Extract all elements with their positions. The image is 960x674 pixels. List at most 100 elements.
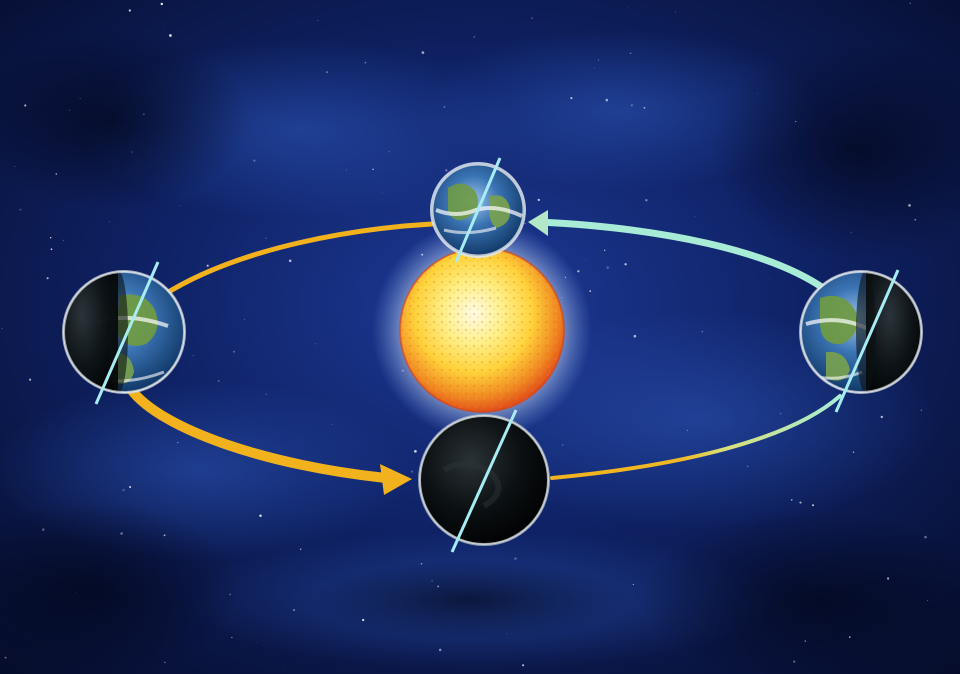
- star: [627, 6, 628, 8]
- orbit-front-arc-right: [550, 394, 842, 480]
- star: [317, 20, 319, 21]
- star: [128, 9, 131, 12]
- star: [914, 218, 916, 221]
- star: [414, 449, 417, 453]
- star: [701, 331, 703, 333]
- star: [675, 11, 676, 13]
- star: [388, 150, 390, 153]
- star: [1, 327, 3, 330]
- earth-axis-line: [834, 269, 900, 413]
- star: [624, 263, 627, 266]
- star: [231, 637, 233, 639]
- star: [283, 670, 284, 672]
- star: [686, 429, 688, 431]
- star: [606, 266, 609, 269]
- star: [852, 451, 855, 453]
- star: [29, 378, 32, 381]
- star: [589, 290, 592, 292]
- star: [293, 609, 295, 612]
- orbit-arrow-icon: [528, 210, 548, 236]
- star: [561, 443, 564, 446]
- star: [120, 532, 123, 535]
- star: [632, 584, 634, 586]
- star: [768, 277, 770, 279]
- star: [645, 199, 648, 202]
- star: [537, 198, 540, 202]
- star: [331, 424, 333, 425]
- star: [421, 51, 425, 54]
- star: [431, 580, 433, 582]
- star: [438, 648, 442, 652]
- star: [795, 120, 797, 123]
- star: [799, 501, 802, 504]
- star: [179, 205, 181, 207]
- star: [325, 71, 329, 74]
- star: [593, 68, 595, 69]
- star: [577, 270, 580, 273]
- star: [4, 656, 7, 659]
- star: [122, 488, 125, 492]
- earth-axis-line: [94, 261, 160, 405]
- star: [604, 249, 606, 251]
- star: [75, 591, 77, 593]
- sky-clouds: [0, 30, 960, 674]
- star: [694, 216, 696, 217]
- star: [315, 343, 316, 345]
- star: [437, 585, 440, 588]
- star: [514, 557, 517, 560]
- star: [524, 222, 526, 224]
- star: [163, 534, 166, 537]
- star: [299, 548, 302, 551]
- star: [410, 470, 414, 473]
- star: [757, 93, 759, 95]
- star: [850, 232, 852, 234]
- star: [162, 26, 164, 28]
- star: [381, 191, 383, 193]
- star: [109, 221, 111, 223]
- star: [265, 393, 267, 395]
- star: [584, 259, 586, 260]
- orbit-back-arc-right: [536, 218, 830, 294]
- star: [265, 237, 267, 239]
- star: [233, 350, 235, 353]
- star: [920, 409, 922, 411]
- star: [522, 664, 525, 667]
- star: [629, 52, 632, 55]
- star: [131, 151, 133, 153]
- star: [790, 499, 793, 501]
- star: [849, 636, 851, 638]
- star: [259, 514, 262, 517]
- star: [747, 465, 749, 467]
- star: [886, 577, 890, 580]
- earth-icon: [430, 157, 526, 263]
- star: [605, 98, 609, 102]
- star: [79, 97, 81, 99]
- star: [908, 204, 911, 207]
- star: [288, 259, 292, 263]
- star: [924, 535, 927, 539]
- star: [206, 264, 209, 267]
- orbit-path: [125, 210, 842, 495]
- star: [909, 2, 911, 4]
- earth-icon: [62, 261, 186, 405]
- star: [55, 173, 58, 175]
- star: [364, 61, 367, 64]
- star: [19, 208, 22, 211]
- star: [256, 642, 258, 644]
- star: [160, 2, 164, 6]
- star: [50, 248, 53, 251]
- star: [812, 504, 814, 507]
- star: [362, 618, 365, 622]
- star: [217, 379, 220, 382]
- star: [345, 169, 347, 171]
- star: [630, 104, 633, 107]
- star: [443, 106, 446, 108]
- earth-icon: [799, 269, 923, 413]
- star: [69, 109, 70, 111]
- star: [804, 640, 807, 642]
- star: [41, 528, 45, 531]
- star: [633, 334, 637, 338]
- earth-axis-line: [450, 409, 518, 553]
